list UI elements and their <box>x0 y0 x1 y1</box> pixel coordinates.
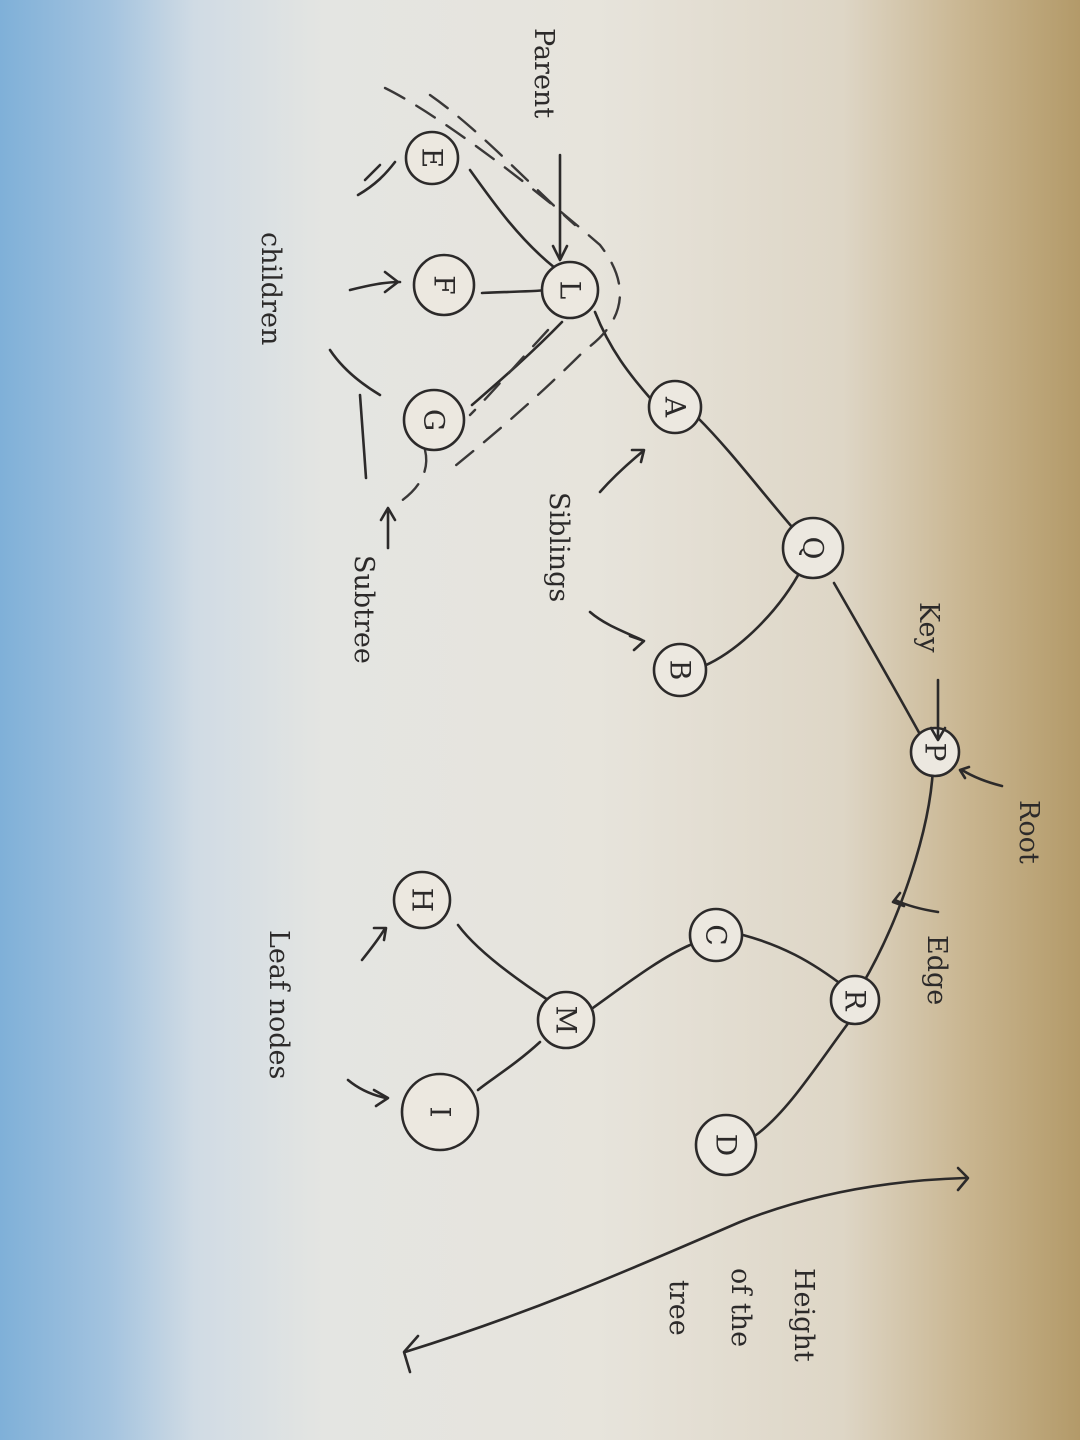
node-H: H <box>392 870 452 930</box>
edge-P-Q <box>832 581 924 740</box>
siblings-arrowhead-B <box>628 634 646 652</box>
siblings-arrowhead-A <box>630 448 646 464</box>
tree-nodes: P Q R A B C D L <box>392 130 961 1177</box>
height-arrowhead-top <box>956 1166 970 1192</box>
children-mark-F-arrow <box>383 270 400 294</box>
edge-M-I <box>476 1040 542 1092</box>
edge-A-L <box>593 310 652 400</box>
edge-Q-B <box>702 566 804 668</box>
root-arrowhead <box>958 765 971 780</box>
node-label-R: R <box>839 989 872 1011</box>
edge-arrowhead <box>891 891 906 908</box>
siblings-arrow-to-B <box>588 610 644 642</box>
node-label-G: G <box>418 409 451 431</box>
node-E: E <box>404 130 460 186</box>
children-mark-G <box>328 348 382 397</box>
annotation-labels: Root Key Edge Parent children Siblings S… <box>255 28 1044 1362</box>
key-arrowhead <box>929 726 947 742</box>
subtree-outline <box>383 86 622 507</box>
edge-Q-A <box>696 416 794 529</box>
node-label-B: B <box>664 660 697 681</box>
height-arrowhead-bottom <box>402 1334 420 1374</box>
height-label-line3: tree <box>663 1280 694 1336</box>
leaf-arrowhead-H <box>372 926 388 942</box>
node-label-Q: Q <box>797 537 830 560</box>
root-arrow <box>960 768 1004 788</box>
parent-arrowhead <box>551 244 569 262</box>
node-label-H: H <box>406 888 439 912</box>
node-D: D <box>694 1113 758 1177</box>
height-label-line2: of the <box>725 1268 756 1347</box>
edge-R-C <box>741 933 848 990</box>
node-label-M: M <box>550 1006 583 1035</box>
siblings-arrow-to-A <box>598 450 644 494</box>
leaf-arrow-I <box>346 1078 388 1100</box>
annotation-arrows <box>328 153 1004 1374</box>
node-label-A: A <box>659 396 692 418</box>
root-label: Root <box>1013 800 1044 864</box>
edge-L-F <box>480 288 552 295</box>
node-label-L: L <box>554 281 587 300</box>
node-label-D: D <box>710 1134 743 1156</box>
leaf-arrow-H <box>360 928 386 962</box>
node-label-P: P <box>919 743 952 762</box>
children-label: children <box>255 232 286 345</box>
edge-P-R <box>860 766 935 987</box>
node-L: L <box>540 260 600 320</box>
node-G: G <box>402 388 466 452</box>
edge-arrow <box>893 898 940 914</box>
edge-M-C <box>588 943 692 1012</box>
edge-M-H <box>456 923 550 1002</box>
edge-label: Edge <box>921 935 952 1005</box>
node-P: P <box>909 726 961 778</box>
subtree-label: Subtree <box>348 555 379 664</box>
node-label-I: I <box>424 1106 457 1117</box>
leaf-arrowhead-I <box>372 1088 390 1108</box>
parent-label: Parent <box>528 28 559 118</box>
node-label-C: C <box>700 924 733 945</box>
node-A: A <box>647 379 703 435</box>
children-mark-E <box>356 160 397 197</box>
node-C: C <box>688 907 744 963</box>
subtree-arrowhead <box>379 506 397 522</box>
node-Q: Q <box>781 516 845 580</box>
edge-R-D <box>754 1008 860 1137</box>
subtree-dash-outer <box>383 86 622 472</box>
height-label-line1: Height <box>788 1268 819 1362</box>
node-I: I <box>400 1072 480 1152</box>
children-mark-G-line <box>358 393 368 480</box>
node-R: R <box>829 974 881 1026</box>
node-F: F <box>412 253 476 317</box>
tree-edges <box>456 168 935 1137</box>
children-mark-E-arrow <box>363 163 382 182</box>
node-label-E: E <box>416 148 449 168</box>
node-M: M <box>536 990 596 1050</box>
edge-L-E <box>468 168 557 270</box>
height-arrow-line <box>403 1176 967 1354</box>
node-B: B <box>652 642 708 698</box>
subtree-dash-lower <box>468 328 550 417</box>
subtree-dash-inner <box>428 93 577 227</box>
leaf-nodes-label: Leaf nodes <box>263 930 294 1079</box>
subtree-dash-tail <box>393 448 428 507</box>
siblings-label: Siblings <box>543 492 574 602</box>
key-label: Key <box>913 602 944 653</box>
node-label-F: F <box>428 275 461 294</box>
